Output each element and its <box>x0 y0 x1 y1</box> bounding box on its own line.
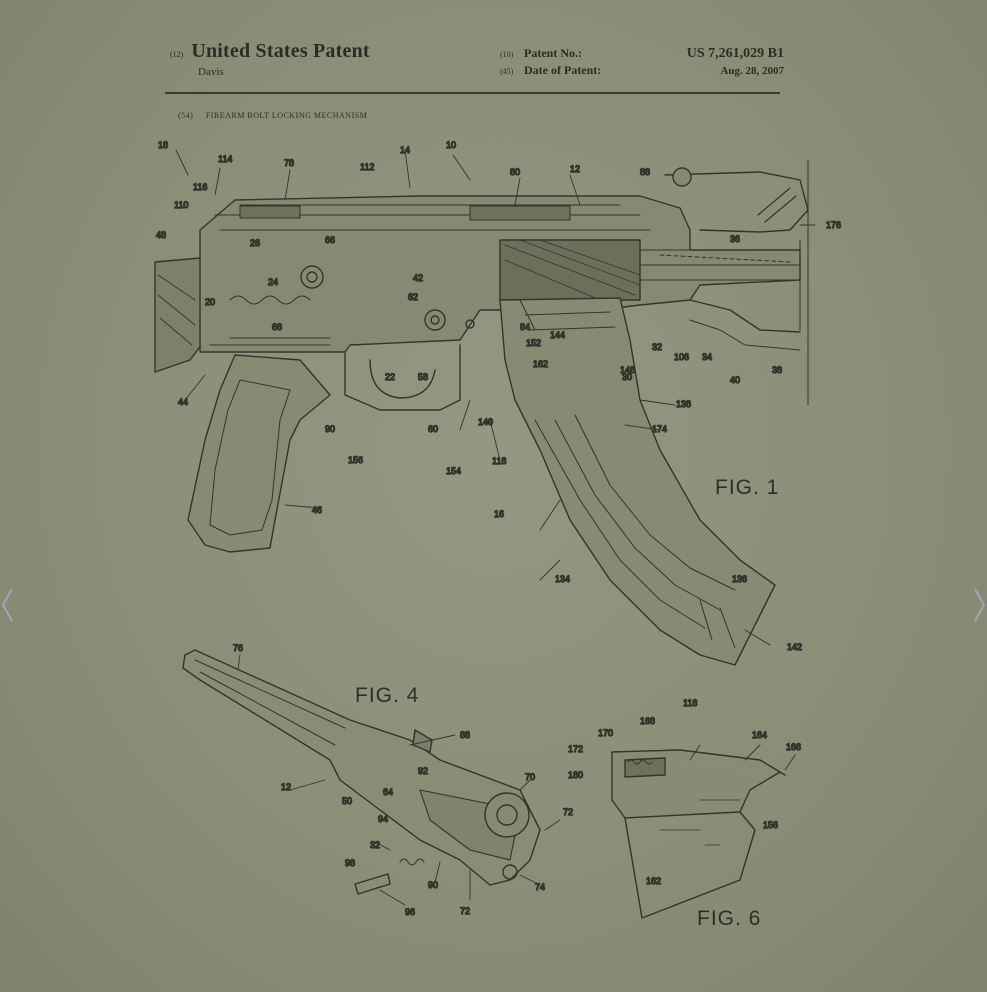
svg-text:138: 138 <box>676 399 691 409</box>
svg-text:176: 176 <box>826 220 841 230</box>
svg-text:38: 38 <box>772 365 782 375</box>
svg-text:174: 174 <box>652 424 667 434</box>
fig1-label: FIG. 1 <box>715 476 780 499</box>
svg-text:48: 48 <box>156 230 166 240</box>
svg-text:36: 36 <box>730 234 740 244</box>
invention-title: (54) FIREARM BOLT LOCKING MECHANISM <box>178 111 367 120</box>
invention-title-text: FIREARM BOLT LOCKING MECHANISM <box>205 111 368 120</box>
fig4-label: FIG. 4 <box>355 684 420 707</box>
svg-text:114: 114 <box>218 154 232 164</box>
svg-text:66: 66 <box>325 235 335 245</box>
svg-text:60: 60 <box>428 424 438 434</box>
svg-text:68: 68 <box>272 322 282 332</box>
svg-text:12: 12 <box>570 164 580 174</box>
svg-text:10: 10 <box>446 140 456 150</box>
svg-text:24: 24 <box>268 277 278 287</box>
svg-text:40: 40 <box>730 375 740 385</box>
svg-text:84: 84 <box>520 322 530 332</box>
svg-text:58: 58 <box>418 372 428 382</box>
svg-text:32: 32 <box>370 840 380 850</box>
chevron-right-icon[interactable] <box>973 585 987 625</box>
svg-text:162: 162 <box>646 876 661 886</box>
patent-meta: (10) Patent No.: US 7,261,029 B1 (45) Da… <box>500 46 784 80</box>
patent-date-label: Date of Patent: <box>524 63 602 77</box>
fig6-label: FIG. 6 <box>697 907 762 930</box>
svg-text:30: 30 <box>622 372 632 382</box>
svg-text:72: 72 <box>563 807 573 817</box>
svg-text:22: 22 <box>385 372 395 382</box>
title-code: (12) <box>170 50 184 59</box>
fig6-detail-drawing: 118 168 170 172 180 164 166 156 162 <box>567 697 802 919</box>
svg-text:112: 112 <box>360 162 374 172</box>
svg-text:118: 118 <box>492 456 506 466</box>
svg-text:180: 180 <box>568 770 583 780</box>
svg-text:42: 42 <box>413 273 423 283</box>
svg-text:90: 90 <box>428 880 438 890</box>
inventor-name: Davis <box>198 66 224 78</box>
svg-text:70: 70 <box>525 772 535 782</box>
svg-text:14: 14 <box>400 145 410 155</box>
svg-text:144: 144 <box>550 330 565 340</box>
fig1-rifle-drawing: 18 114 116 110 48 78 112 14 10 80 12 88 … <box>154 139 842 666</box>
svg-text:78: 78 <box>284 158 294 168</box>
svg-text:110: 110 <box>174 200 188 210</box>
svg-text:98: 98 <box>345 858 355 868</box>
svg-text:26: 26 <box>250 238 260 248</box>
fig4-bolt-drawing: 76 88 12 92 50 64 70 72 94 32 98 90 72 7… <box>182 642 574 918</box>
svg-text:172: 172 <box>568 744 583 754</box>
svg-text:88: 88 <box>460 730 470 740</box>
patent-date-code: (45) <box>500 67 514 76</box>
svg-text:32: 32 <box>652 342 662 352</box>
svg-text:140: 140 <box>478 417 493 427</box>
patent-title: United States Patent <box>191 40 370 62</box>
svg-text:50: 50 <box>342 796 352 806</box>
patent-date-value: Aug. 28, 2007 <box>720 65 784 77</box>
svg-text:142: 142 <box>787 642 802 652</box>
svg-text:92: 92 <box>418 766 428 776</box>
patent-number-row: (10) Patent No.: US 7,261,029 B1 <box>500 46 784 63</box>
svg-text:64: 64 <box>383 787 393 797</box>
chevron-left-icon[interactable] <box>0 585 14 625</box>
svg-text:72: 72 <box>460 906 470 916</box>
svg-text:156: 156 <box>763 820 778 830</box>
header-rule <box>165 92 780 94</box>
svg-text:18: 18 <box>158 140 168 150</box>
svg-text:166: 166 <box>786 742 801 752</box>
svg-text:152: 152 <box>526 338 541 348</box>
svg-text:44: 44 <box>178 397 188 407</box>
invention-code: (54) <box>178 111 194 120</box>
svg-text:94: 94 <box>378 814 388 824</box>
svg-text:76: 76 <box>233 643 243 653</box>
svg-text:16: 16 <box>494 509 504 519</box>
svg-text:162: 162 <box>533 359 548 369</box>
patent-number-value: US 7,261,029 B1 <box>686 46 784 61</box>
patent-date-row: (45) Date of Patent: Aug. 28, 2007 <box>500 63 784 80</box>
svg-text:154: 154 <box>446 466 461 476</box>
svg-text:118: 118 <box>683 698 697 708</box>
svg-text:170: 170 <box>598 728 613 738</box>
svg-text:156: 156 <box>348 455 363 465</box>
svg-text:46: 46 <box>312 505 322 515</box>
svg-text:90: 90 <box>325 424 335 434</box>
svg-text:148: 148 <box>620 365 635 375</box>
patent-header-title: (12) United States Patent <box>170 40 370 63</box>
svg-text:20: 20 <box>205 297 215 307</box>
patent-number-label: Patent No.: <box>524 46 582 60</box>
svg-text:62: 62 <box>408 292 418 302</box>
svg-text:136: 136 <box>732 574 747 584</box>
svg-text:164: 164 <box>752 730 767 740</box>
svg-text:106: 106 <box>674 352 689 362</box>
patent-number-code: (10) <box>500 50 514 59</box>
svg-text:88: 88 <box>640 167 650 177</box>
svg-text:134: 134 <box>555 574 570 584</box>
svg-text:80: 80 <box>510 167 520 177</box>
svg-text:74: 74 <box>535 882 545 892</box>
svg-text:96: 96 <box>405 907 415 917</box>
svg-text:168: 168 <box>640 716 655 726</box>
svg-text:34: 34 <box>702 352 712 362</box>
svg-text:12: 12 <box>281 782 291 792</box>
svg-text:116: 116 <box>193 182 207 192</box>
